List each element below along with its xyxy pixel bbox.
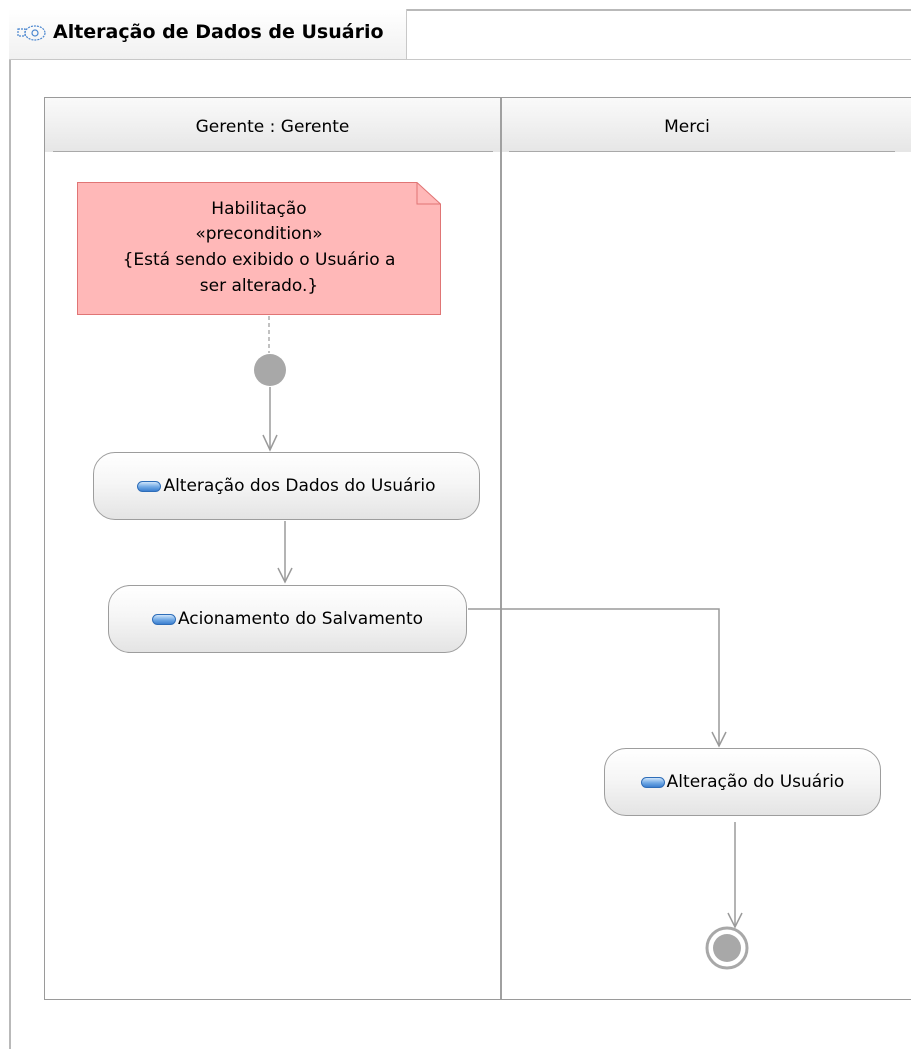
lane-header-divider-gerente	[53, 151, 493, 152]
lane-name-gerente[interactable]: Gerente : Gerente	[195, 117, 350, 137]
lane-header-divider-merci	[509, 151, 895, 152]
lane-header-merci	[502, 98, 911, 152]
activity-diagram-icon	[17, 25, 46, 41]
action-icon	[151, 613, 176, 625]
action-acionamento-do-salvamento[interactable]: Acionamento do Salvamento	[108, 585, 467, 653]
note-stereotype: «precondition»	[195, 224, 323, 244]
control-flow-action-3-to-final	[727, 822, 743, 929]
action-label: Alteração dos Dados do Usuário	[163, 476, 436, 496]
diagram-title: Alteração de Dados de Usuário	[53, 21, 384, 43]
activity-final-node	[705, 926, 749, 970]
diagram-frame	[9, 9, 911, 1049]
lane-header-gerente	[45, 98, 500, 152]
control-flow-action-1-to-action-2	[277, 521, 293, 584]
action-icon	[137, 480, 162, 492]
lane-divider	[500, 98, 502, 999]
control-flow-action-2-to-action-3	[468, 608, 727, 748]
diagram-title-tab	[9, 9, 407, 59]
diagram-title-divider	[9, 59, 911, 60]
action-label: Acionamento do Salvamento	[177, 609, 424, 629]
initial-node	[254, 354, 286, 386]
note-title: Habilitação	[211, 199, 307, 219]
note-body	[77, 182, 441, 315]
action-alteracao-do-usuario[interactable]: Alteração do Usuário	[604, 748, 881, 816]
precondition-note[interactable]	[77, 182, 441, 315]
action-label: Alteração do Usuário	[666, 772, 845, 792]
action-alteracao-dos-dados-do-usuario[interactable]: Alteração dos Dados do Usuário	[93, 452, 480, 520]
control-flow-initial-to-action-1	[262, 387, 278, 452]
note-constraint-line-1: {Está sendo exibido o Usuário a	[122, 250, 396, 270]
action-icon	[640, 776, 665, 788]
note-constraint-line-2: ser alterado.}	[199, 276, 319, 296]
note-fold	[416, 182, 441, 205]
lane-name-merci[interactable]: Merci	[664, 117, 710, 137]
